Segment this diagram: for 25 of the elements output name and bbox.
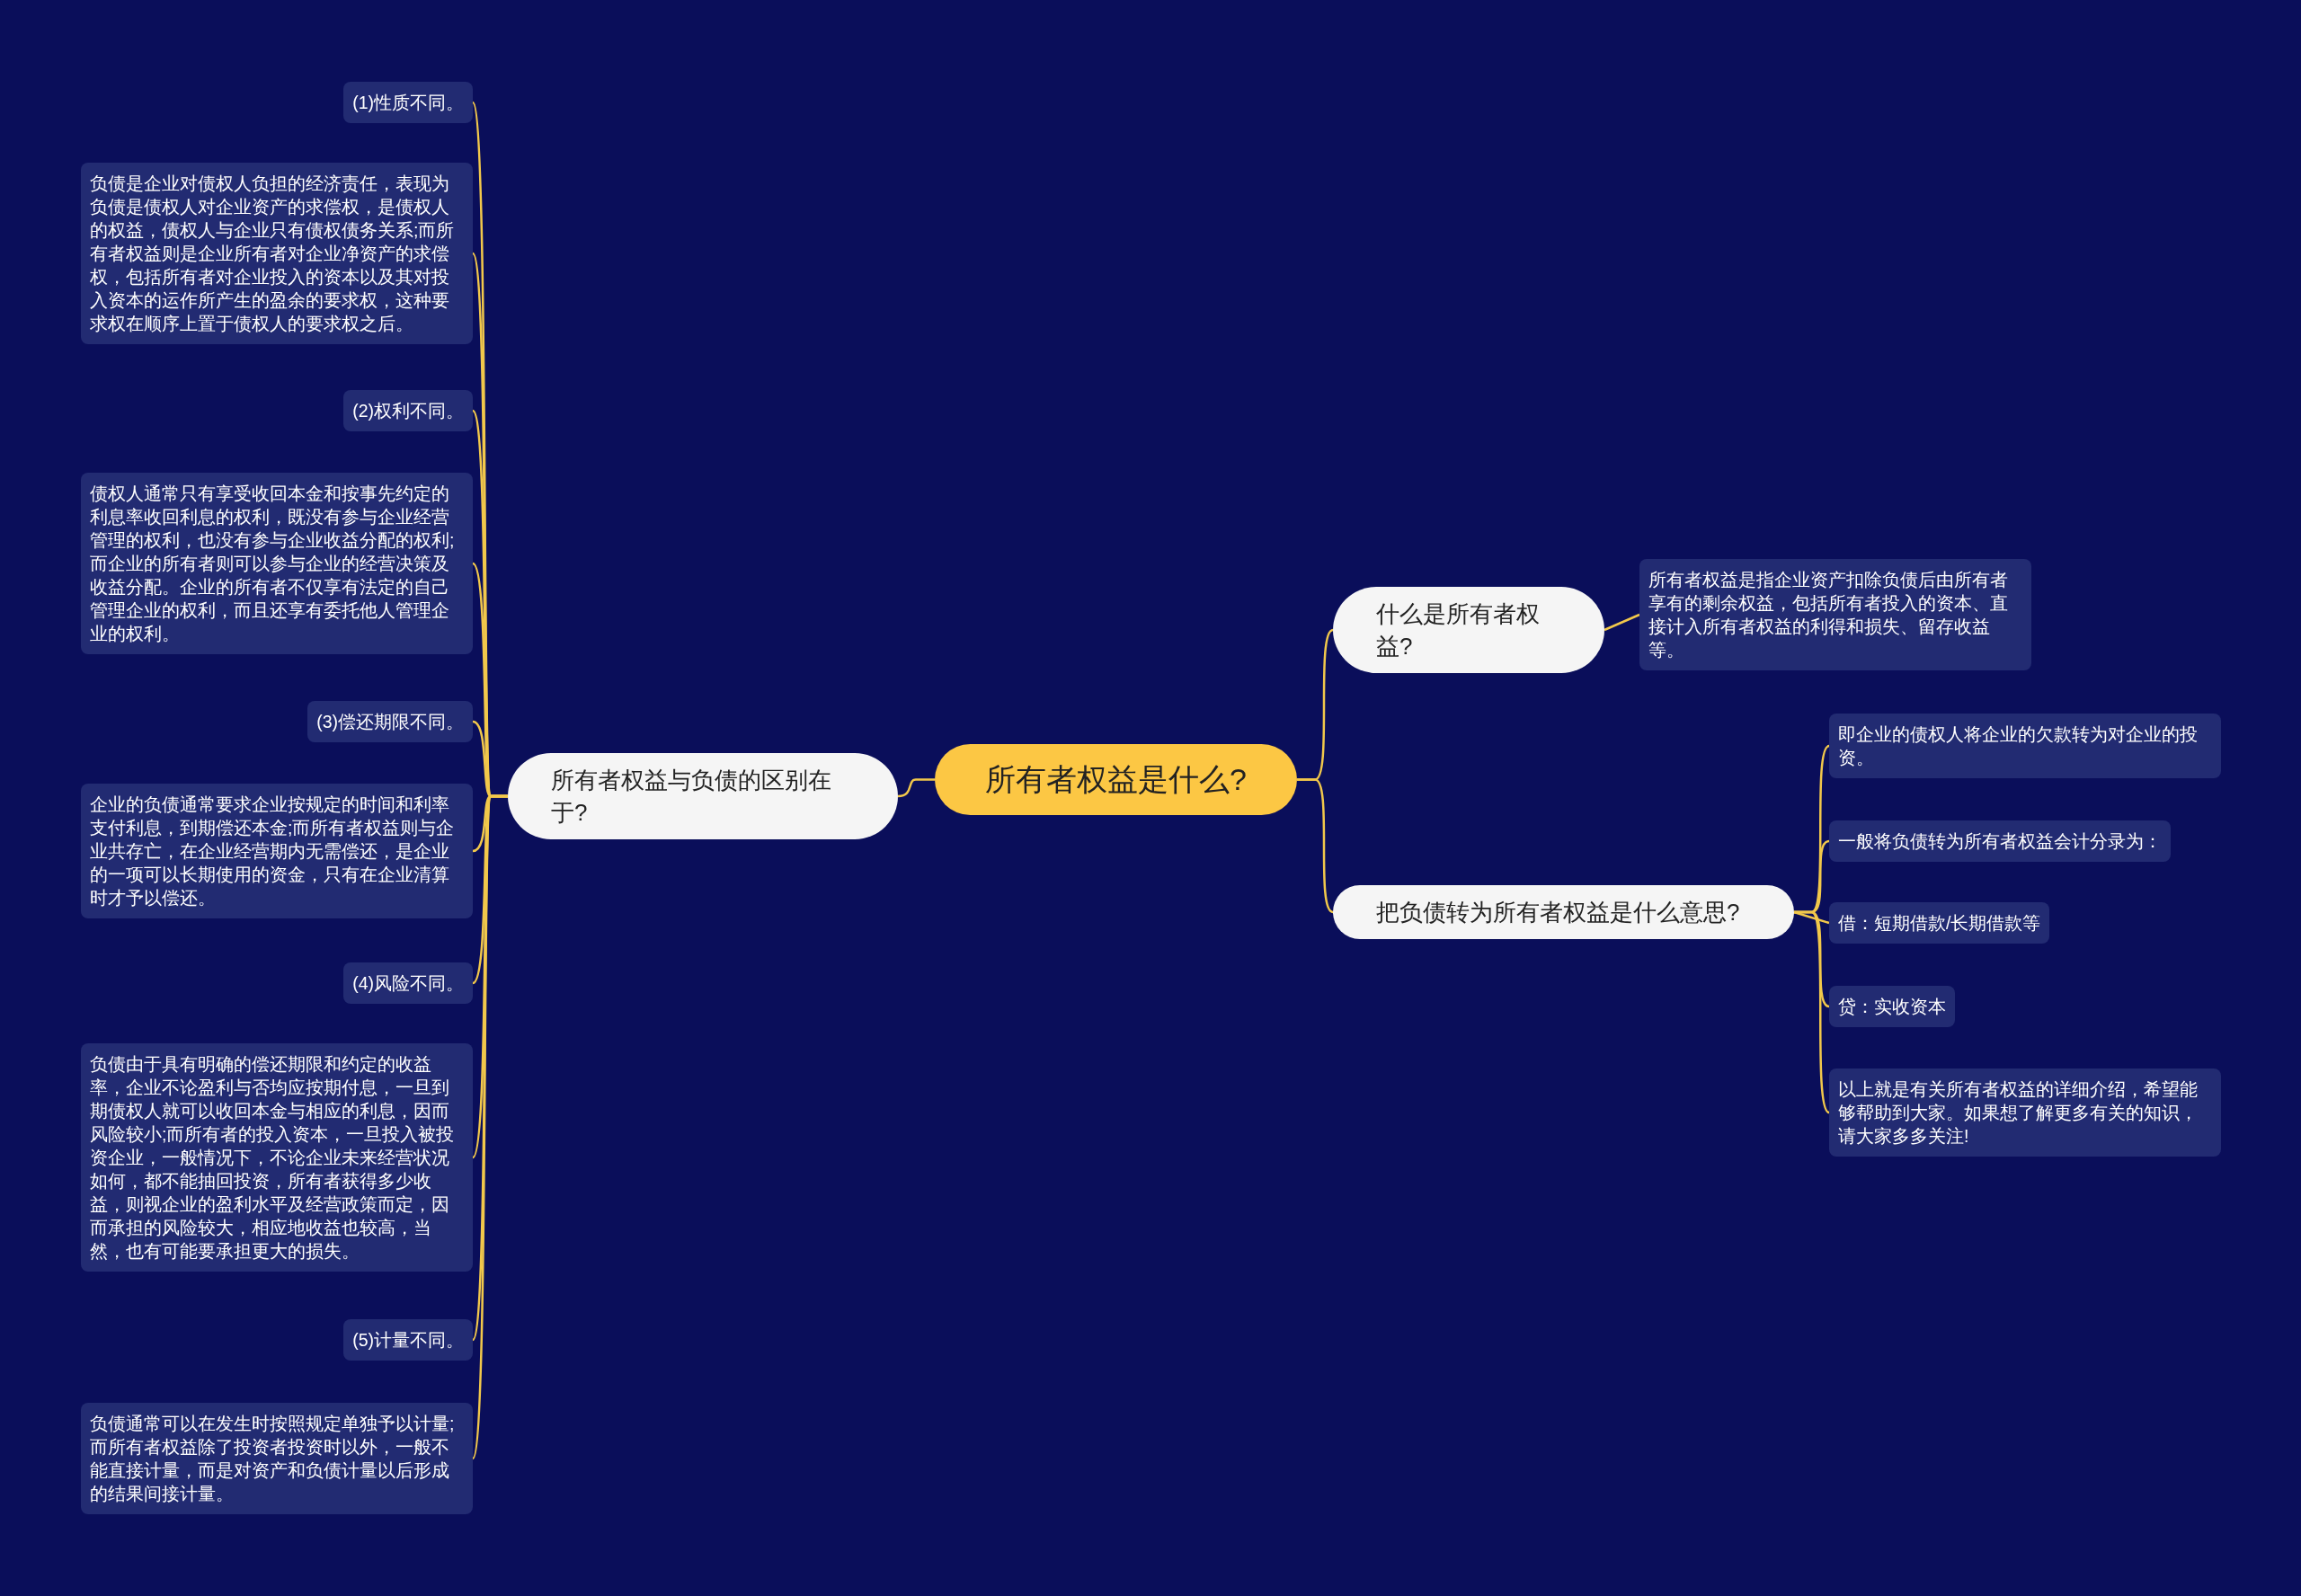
note-card: 借：短期借款/长期借款等 [1829,902,2050,944]
note-card: 负债通常可以在发生时按照规定单独予以计量;而所有者权益除了投资者投资时以外，一般不能直接计量，而是对资产和负债计量以后形成的结果间接计量。 [81,1403,473,1514]
note-card: 所有者权益是指企业资产扣除负债后由所有者享有的剩余权益，包括所有者投入的资本、直接计入所有者权益的利得和损失、留存收益等。 [1639,559,2031,670]
connector-line [1794,910,1830,1113]
note-card: (2)权利不同。 [343,390,473,431]
note-card: (1)性质不同。 [343,82,473,123]
note-card: 债权人通常只有享受收回本金和按事先约定的利息率收回利息的权利，既没有参与企业经营管理的权利，也没有参与企业收益分配的权利;而企业的所有者则可以参与企业的经营决策及收益分配。企业的所有者不仅享有法定的自己管理企业的权利，而且还享有委托他人管理企业的权利。 [81,473,473,654]
connector-line [1793,910,1830,925]
note-card: 负债由于具有明确的偿还期限和约定的收益率，企业不论盈利与否均应按期付息，一旦到期债权人就可以收回本金与相应的利息，因而风险较小;而所有者的投入资本，一旦投入被投资企业，一般情况下，不论企业未来经营状况如何，都不能抽回投资，所有者获得多少收益，则视企业的盈利水平及经营政策而定，因而承担的风险较大，相应地收益也较高，当然，也有可能要承担更大的损失。 [81,1043,473,1272]
connector-line [1297,778,1334,914]
note-card: (5)计量不同。 [343,1319,473,1361]
note-card: 一般将负债转为所有者权益会计分录为： [1829,820,2171,862]
note-card: 贷：实收资本 [1829,986,1955,1027]
note-card: 即企业的债权人将企业的欠款转为对企业的投资。 [1829,714,2221,778]
topic-pill: 所有者权益是什么? [935,744,1297,815]
note-card: (4)风险不同。 [343,962,473,1004]
branch-pill: 把负债转为所有者权益是什么意思? [1333,885,1794,939]
branch-pill: 所有者权益与负债的区别在于? [508,753,898,839]
note-card: 以上就是有关所有者权益的详细介绍，希望能够帮助到大家。如果想了解更多有关的知识，请大家多多关注! [1829,1068,2221,1157]
note-card: (3)偿还期限不同。 [307,701,473,742]
note-card: 企业的负债通常要求企业按规定的时间和利率支付利息，到期偿还本金;而所有者权益则与企业共存亡，在企业经营期内无需偿还，是企业的一项可以长期使用的资金，只有在企业清算时才予以偿还。 [81,784,473,918]
note-card: 负债是企业对债权人负担的经济责任，表现为负债是债权人对企业资产的求偿权，是债权人的权益，债权人与企业只有债权债务关系;而所有者权益则是企业所有者对企业净资产的求偿权，包括所有者对企业投入的资本以及其对投入资本的运作所产生的盈余的要求权，这种要求权在顺序上置于债权人的要求权之后。 [81,163,473,344]
connector-line [897,778,935,798]
connector-line [1604,613,1640,632]
branch-pill: 什么是所有者权益? [1333,587,1604,673]
